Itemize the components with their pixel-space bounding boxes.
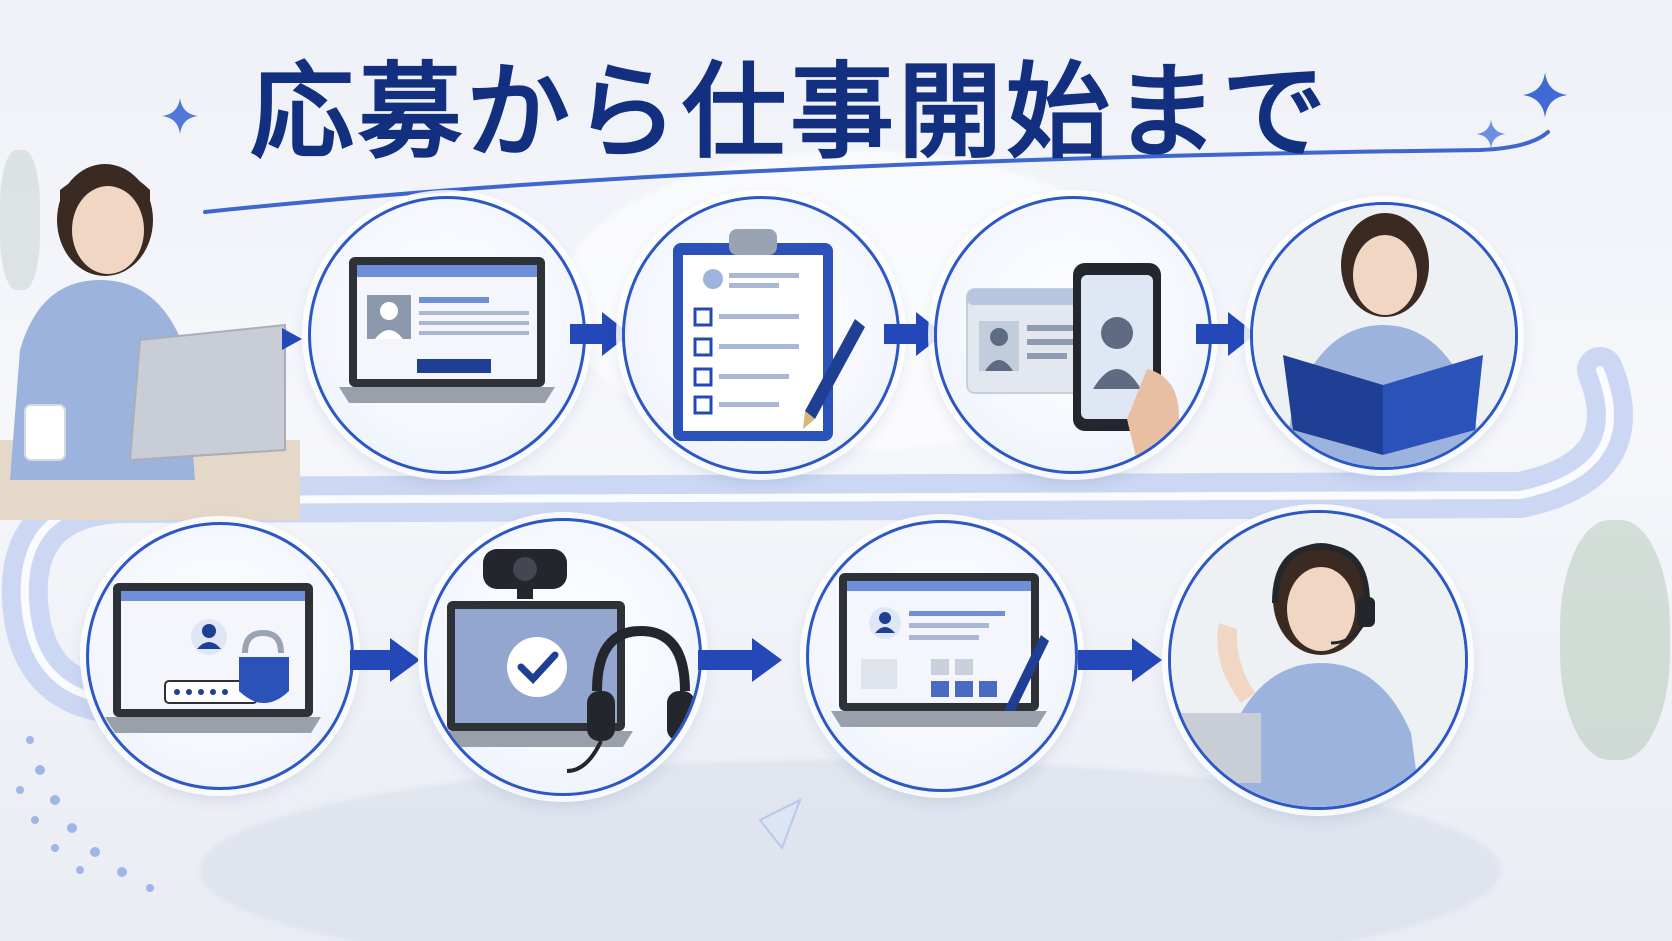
step-2-circle (622, 196, 900, 474)
step-7-circle (806, 520, 1078, 792)
arrow-right-icon (1078, 638, 1162, 682)
background-plant-right (1560, 520, 1670, 760)
sparkle-icon (162, 98, 198, 134)
sparkle-icon (1476, 119, 1506, 149)
step-6-circle (424, 518, 702, 796)
step-1-circle (308, 196, 586, 474)
arrow-right-icon (1196, 312, 1256, 356)
laptop-profile-form-icon (339, 257, 555, 403)
step-5-circle (86, 522, 354, 790)
step-8-circle (1168, 510, 1468, 810)
decorative-dots (16, 736, 154, 892)
woman-headset-waving-photo (1171, 513, 1465, 807)
page-title: 応募から仕事開始まで (250, 51, 1331, 173)
flow-path-top-swoosh (203, 130, 1550, 214)
woman-using-laptop-photo (0, 164, 300, 520)
step-4-circle (1250, 202, 1518, 470)
clipboard-checklist-pen-icon (673, 229, 865, 441)
webcam-laptop-headset-check-icon (439, 549, 695, 773)
sparkle-icon (1522, 72, 1568, 118)
laptop-profile-photo-edit-icon (831, 573, 1049, 727)
arrow-right-icon (570, 312, 630, 356)
arrow-right-icon (350, 638, 420, 682)
arrow-right-icon (884, 312, 944, 356)
id-card-smartphone-verification-icon (966, 263, 1179, 461)
woman-reading-document-photo (1253, 205, 1515, 467)
arrow-right-icon (698, 638, 782, 682)
paper-plane-icon (758, 797, 802, 851)
laptop-password-lock-shield-icon (105, 583, 321, 733)
step-3-circle (934, 196, 1212, 474)
arrow-right-icon (282, 328, 302, 350)
background-plant-left (0, 150, 40, 290)
